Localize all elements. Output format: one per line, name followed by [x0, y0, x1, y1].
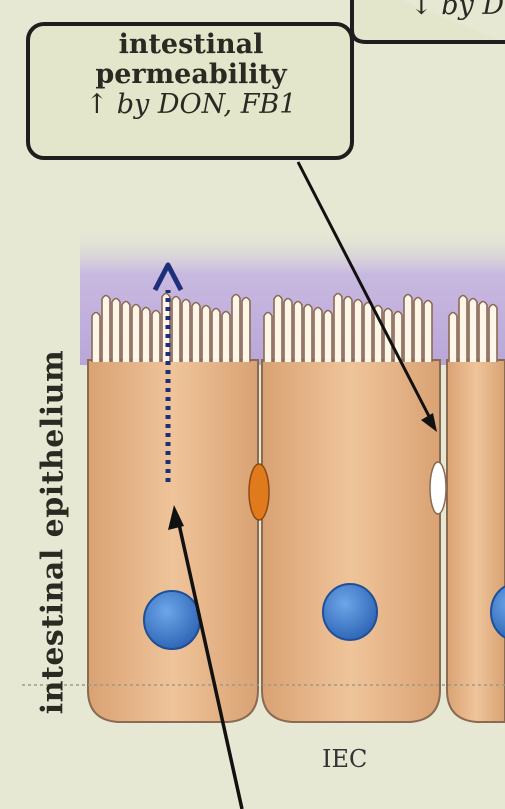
microvillus [424, 301, 432, 363]
microvillus [102, 296, 110, 363]
microvillus [132, 305, 140, 363]
microvillus [232, 295, 240, 363]
microvillus [122, 302, 130, 363]
cell-2 [262, 360, 440, 722]
microvillus [202, 306, 210, 363]
microvillus [479, 302, 487, 363]
callout-line-3: ↑ by DON, FB1 [30, 90, 352, 120]
microvillus [92, 313, 100, 363]
microvillus [172, 297, 180, 363]
microvillus [294, 302, 302, 363]
top-callout-text: ↓ by D [410, 0, 504, 21]
callout-line-1: intestinal [30, 30, 352, 60]
microvillus [182, 300, 190, 363]
microvillus [152, 311, 160, 363]
microvillus [284, 299, 292, 363]
microvillus [414, 298, 422, 363]
microvillus [459, 296, 467, 363]
microvillus [344, 297, 352, 363]
microvillus [192, 303, 200, 363]
cell-label-iec: IEC [322, 745, 367, 773]
microvillus [142, 308, 150, 363]
microvillus [334, 294, 342, 363]
nucleus-2 [323, 584, 377, 640]
microvillus [242, 298, 250, 363]
microvillus [264, 313, 272, 363]
cell-3 [447, 360, 505, 722]
epithelial-cells [88, 360, 505, 722]
cell-1 [88, 360, 258, 722]
microvillus [112, 299, 120, 363]
nucleus-1 [144, 591, 200, 649]
side-label-epithelium: intestinal epithelium [36, 350, 71, 714]
microvillus [449, 313, 457, 363]
microvillus [304, 305, 312, 363]
microvillus [404, 295, 412, 363]
tight-junction-open [430, 462, 446, 514]
callout-line-2: permeability [30, 60, 352, 90]
microvillus [364, 303, 372, 363]
microvillus [314, 308, 322, 363]
microvillus [222, 312, 230, 363]
microvillus [354, 300, 362, 363]
microvillus [212, 309, 220, 363]
microvillus [274, 296, 282, 363]
microvillus [469, 299, 477, 363]
microvillus [489, 305, 497, 363]
microvillus [324, 311, 332, 363]
tight-junction-closed [249, 464, 269, 520]
permeability-callout-text: intestinal permeability ↑ by DON, FB1 [30, 30, 352, 121]
